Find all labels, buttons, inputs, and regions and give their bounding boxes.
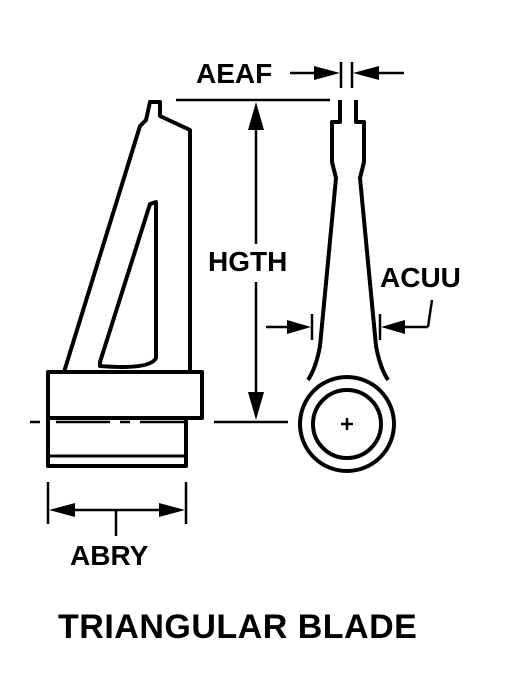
blade-side-view	[30, 100, 204, 468]
blade-outer-outline	[62, 100, 192, 373]
hub-center-mark	[341, 418, 353, 430]
blade-front-view	[298, 100, 396, 473]
label-aeaf: AEAF	[196, 58, 273, 89]
blade-base-plate	[46, 418, 188, 468]
label-hgth: HGTH	[206, 246, 290, 277]
drawing-title: TRIANGULAR BLADE	[58, 608, 418, 646]
hub-inner-circle	[311, 388, 383, 460]
label-acuu: ACUU	[380, 262, 461, 293]
dimension-hgth	[176, 98, 330, 424]
hub-outer-circle	[298, 375, 396, 473]
dimension-abry	[46, 482, 188, 536]
blade-tip	[306, 100, 390, 382]
label-abry: ABRY	[70, 540, 149, 571]
blade-inner-slot	[98, 200, 158, 369]
dimension-acuu	[266, 299, 434, 340]
dimension-aeaf	[290, 62, 404, 88]
blade-base-block	[46, 370, 204, 420]
